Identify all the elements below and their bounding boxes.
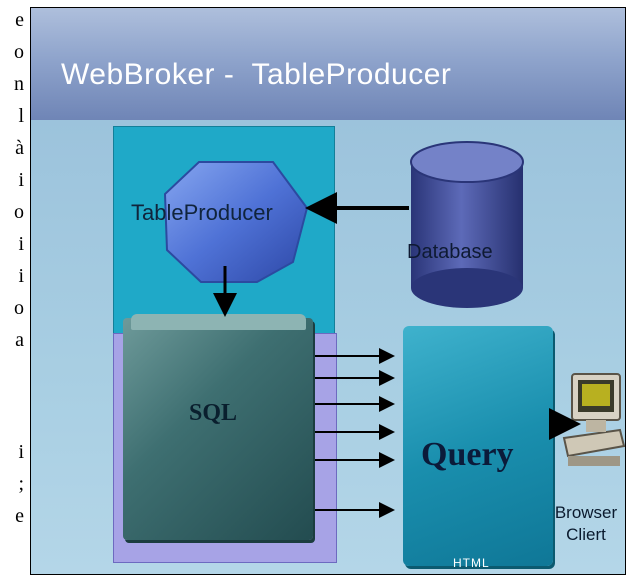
table-producer-shape [163, 161, 309, 283]
browser-client-label-line2: Cliert [566, 525, 606, 544]
query-label: Query [421, 436, 514, 473]
margin-letter: a [15, 329, 24, 351]
left-margin-text-column: e o n l à i o i i o a i ; e [0, 0, 30, 577]
margin-letter: l [18, 105, 24, 127]
title-banner [31, 8, 625, 120]
margin-letter: ; [18, 473, 24, 495]
diagram-arrows [213, 192, 581, 518]
margin-letter: o [14, 297, 24, 319]
html-caption: HTML [453, 556, 490, 570]
slide-title: WebBroker - TableProducer [61, 58, 452, 91]
margin-letter: i [18, 169, 24, 191]
margin-letter: e [15, 9, 24, 31]
query-box [403, 326, 553, 566]
table-producer-label: TableProducer [131, 200, 273, 225]
slide-image: WebBroker - TableProducer TableProducer … [30, 7, 626, 575]
margin-letter: n [14, 73, 24, 95]
margin-letter: i [18, 265, 24, 287]
margin-letter: i [18, 441, 24, 463]
margin-letter: à [15, 137, 24, 159]
margin-letter: o [14, 201, 24, 223]
browser-client-label: Browser Cliert [541, 502, 625, 546]
browser-client-label-line1: Browser [554, 503, 618, 522]
sql-box-top [131, 314, 306, 330]
margin-letter: e [15, 505, 24, 527]
margin-letter: o [14, 41, 24, 63]
margin-letter: i [18, 233, 24, 255]
sql-label: SQL [189, 400, 238, 426]
database-label: Database [407, 241, 493, 263]
database-cylinder [410, 141, 524, 308]
sql-box [123, 318, 313, 540]
